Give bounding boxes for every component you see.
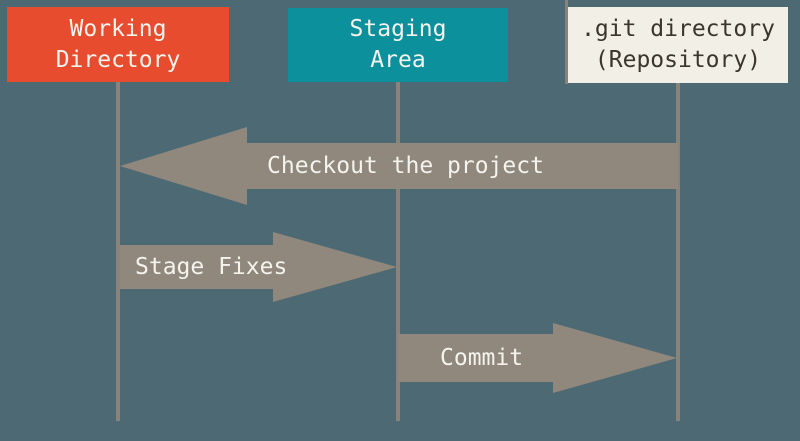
arrow-right-head-icon bbox=[273, 232, 397, 302]
arrow-commit-shaft bbox=[398, 334, 553, 382]
arrow-checkout-label: Checkout the project bbox=[267, 153, 544, 179]
git-directory-label-line1: .git directory bbox=[581, 16, 775, 42]
arrow-right-head-icon bbox=[553, 323, 677, 393]
working-directory-label-line1: Working bbox=[69, 15, 167, 42]
arrow-stage-fixes-label: Stage Fixes bbox=[135, 254, 288, 280]
arrow-checkout-shaft bbox=[245, 143, 678, 189]
working-directory-box: Working Directory bbox=[7, 7, 229, 82]
git-directory-box: .git directory (Repository) bbox=[568, 7, 788, 83]
arrow-stage-fixes-shaft bbox=[120, 245, 273, 289]
git-directory-lifeline bbox=[676, 83, 680, 421]
working-directory-lifeline bbox=[116, 82, 120, 421]
staging-area-lifeline bbox=[396, 82, 400, 421]
working-directory-label-line2: Directory bbox=[55, 46, 181, 73]
staging-area-label-line1: Staging bbox=[349, 16, 447, 42]
staging-area-label-line2: Area bbox=[370, 47, 426, 73]
staging-area-box: Staging Area bbox=[288, 8, 508, 82]
git-directory-label-line2: (Repository) bbox=[594, 47, 762, 73]
git-box-edge-line bbox=[565, 0, 568, 84]
arrow-left-head-icon bbox=[120, 127, 247, 205]
arrow-commit-label: Commit bbox=[440, 345, 524, 371]
